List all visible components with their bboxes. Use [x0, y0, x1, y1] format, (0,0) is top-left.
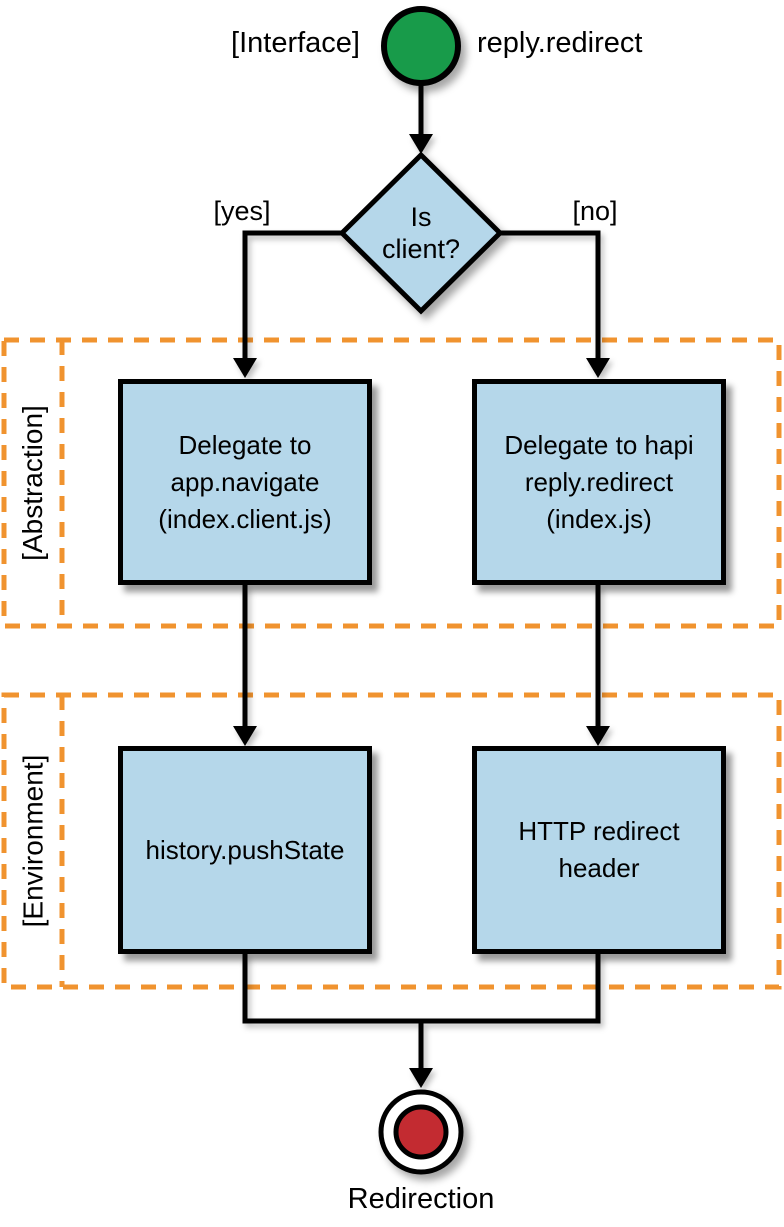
environment-region — [1, 692, 782, 990]
arrow-into-hapi-redirect-icon — [586, 358, 610, 378]
arrow-into-end-icon — [409, 1068, 433, 1088]
no-branch-label: [no] — [572, 196, 618, 226]
decision-diamond — [338, 151, 504, 315]
end-node-icon — [378, 1089, 464, 1175]
abstraction-region-label: [Abstraction] — [4, 340, 62, 626]
arrow-into-http-header-icon — [586, 726, 610, 746]
process-box-app-navigate: Delegate to app.navigate (index.client.j… — [118, 379, 372, 585]
arrow-into-app-navigate-icon — [233, 358, 257, 378]
process-box-history-pushstate: history.pushState — [118, 746, 372, 954]
no-branch-line — [500, 230, 601, 359]
start-node-label: reply.redirect — [477, 27, 643, 59]
abstraction-region-border — [1, 337, 782, 629]
decision-label: Is client? — [381, 202, 461, 264]
arrow-into-pushstate-icon — [233, 726, 257, 746]
abstraction-region — [1, 337, 782, 629]
end-node-label: Redirection — [347, 1183, 495, 1215]
flow-connectors — [233, 84, 610, 1088]
merge-lines — [242, 954, 601, 1068]
start-node-icon — [381, 6, 461, 86]
yes-branch-label: [yes] — [213, 196, 271, 226]
yes-branch-line — [242, 230, 342, 359]
environment-region-border — [1, 692, 782, 990]
process-box-hapi-reply-redirect: Delegate to hapi reply.redirect (index.j… — [472, 379, 726, 585]
interface-label: [Interface] — [231, 27, 360, 59]
end-node-inner-circle — [393, 1104, 449, 1160]
arrow-into-decision-icon — [409, 134, 433, 154]
process-box-http-redirect-header: HTTP redirect header — [472, 746, 726, 954]
environment-region-label-text: [Environment] — [17, 754, 48, 928]
environment-region-label: [Environment] — [4, 695, 62, 987]
abstraction-region-label-text: [Abstraction] — [17, 405, 49, 561]
